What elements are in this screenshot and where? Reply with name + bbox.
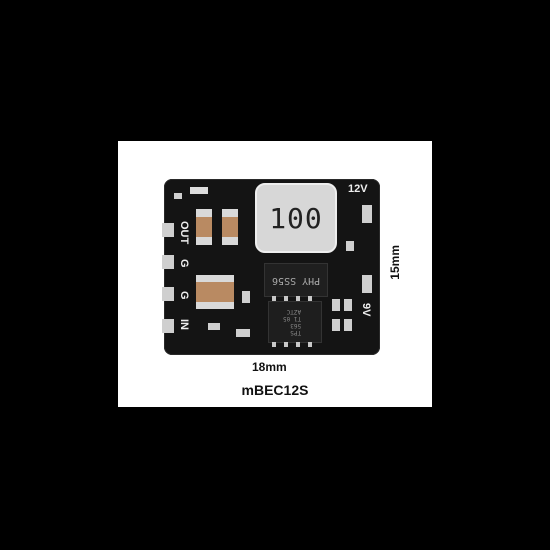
ic-marking: TPS 563 T1 05 AZTC xyxy=(283,308,302,336)
diode-marking: PHY SS56 xyxy=(271,274,321,286)
ic-pin xyxy=(308,342,312,347)
smd-led xyxy=(190,187,208,194)
product-name: mBEC12S xyxy=(241,382,309,398)
smd-part xyxy=(208,323,220,330)
jumper-pad-9v xyxy=(362,275,372,293)
smd-part xyxy=(344,299,352,311)
height-dimension: 15mm xyxy=(388,245,402,280)
white-backdrop: OUT G G IN 100 PHY SS56 TPS 563 T1 05 AZ… xyxy=(118,141,432,407)
smd-part xyxy=(242,291,250,303)
ic-pin xyxy=(272,296,276,301)
pcb-board: OUT G G IN 100 PHY SS56 TPS 563 T1 05 AZ… xyxy=(162,179,380,355)
pin-label-g2: G xyxy=(178,291,190,300)
smd-part xyxy=(346,241,354,251)
pin-label-g1: G xyxy=(178,259,190,268)
smd-part xyxy=(332,299,340,311)
edge-pad xyxy=(162,319,174,333)
ic-pin xyxy=(284,296,288,301)
voltage-label-9v: 9V xyxy=(360,303,372,317)
regulator-ic: TPS 563 T1 05 AZTC xyxy=(268,301,322,343)
capacitor xyxy=(196,275,234,309)
smd-resistor xyxy=(174,193,182,199)
width-dimension: 18mm xyxy=(252,360,287,374)
edge-pad xyxy=(162,223,174,237)
capacitor xyxy=(196,209,212,246)
ic-pin xyxy=(308,296,312,301)
edge-pad xyxy=(162,287,174,301)
voltage-label-12v: 12V xyxy=(348,183,368,195)
schottky-diode: PHY SS56 xyxy=(264,263,328,297)
smd-part xyxy=(344,319,352,331)
ic-pin xyxy=(296,342,300,347)
jumper-pad-12v xyxy=(362,205,372,223)
pin-label-out: OUT xyxy=(178,221,190,245)
smd-part xyxy=(236,329,250,337)
pin-label-in: IN xyxy=(178,319,190,330)
ic-pin xyxy=(272,342,276,347)
smd-part xyxy=(332,319,340,331)
ic-pin xyxy=(284,342,288,347)
capacitor xyxy=(222,209,238,246)
power-inductor: 100 xyxy=(255,183,337,253)
ic-pin xyxy=(296,296,300,301)
inductor-marking: 100 xyxy=(269,201,323,235)
edge-pad xyxy=(162,255,174,269)
